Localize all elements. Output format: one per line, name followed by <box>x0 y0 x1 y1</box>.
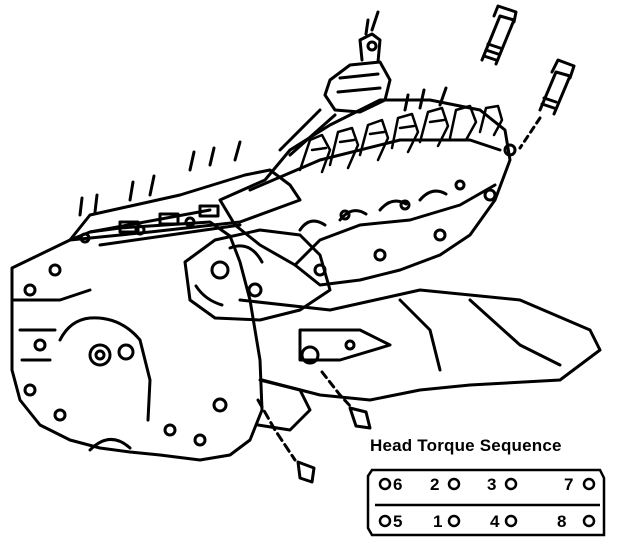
bolt-number: 4 <box>490 512 500 531</box>
lower-bolt <box>256 398 316 484</box>
right-cylinder-head <box>218 10 517 287</box>
bolt-number: 7 <box>564 475 574 494</box>
left-cylinder-head <box>68 140 302 247</box>
engine-block <box>10 220 602 462</box>
bolt-number: 1 <box>433 512 443 531</box>
bolt-number: 5 <box>393 512 403 531</box>
head-bolt-1 <box>480 4 518 66</box>
head-bolt-2 <box>518 58 576 150</box>
torque-sequence-inset <box>366 468 606 537</box>
bolt-number: 8 <box>557 512 567 531</box>
bolt-number: 2 <box>430 475 440 494</box>
dowel-pin <box>320 370 372 430</box>
bolt-number: 6 <box>393 475 403 494</box>
bolt-number: 3 <box>487 475 497 494</box>
torque-sequence-title: Head Torque Sequence <box>370 436 562 455</box>
